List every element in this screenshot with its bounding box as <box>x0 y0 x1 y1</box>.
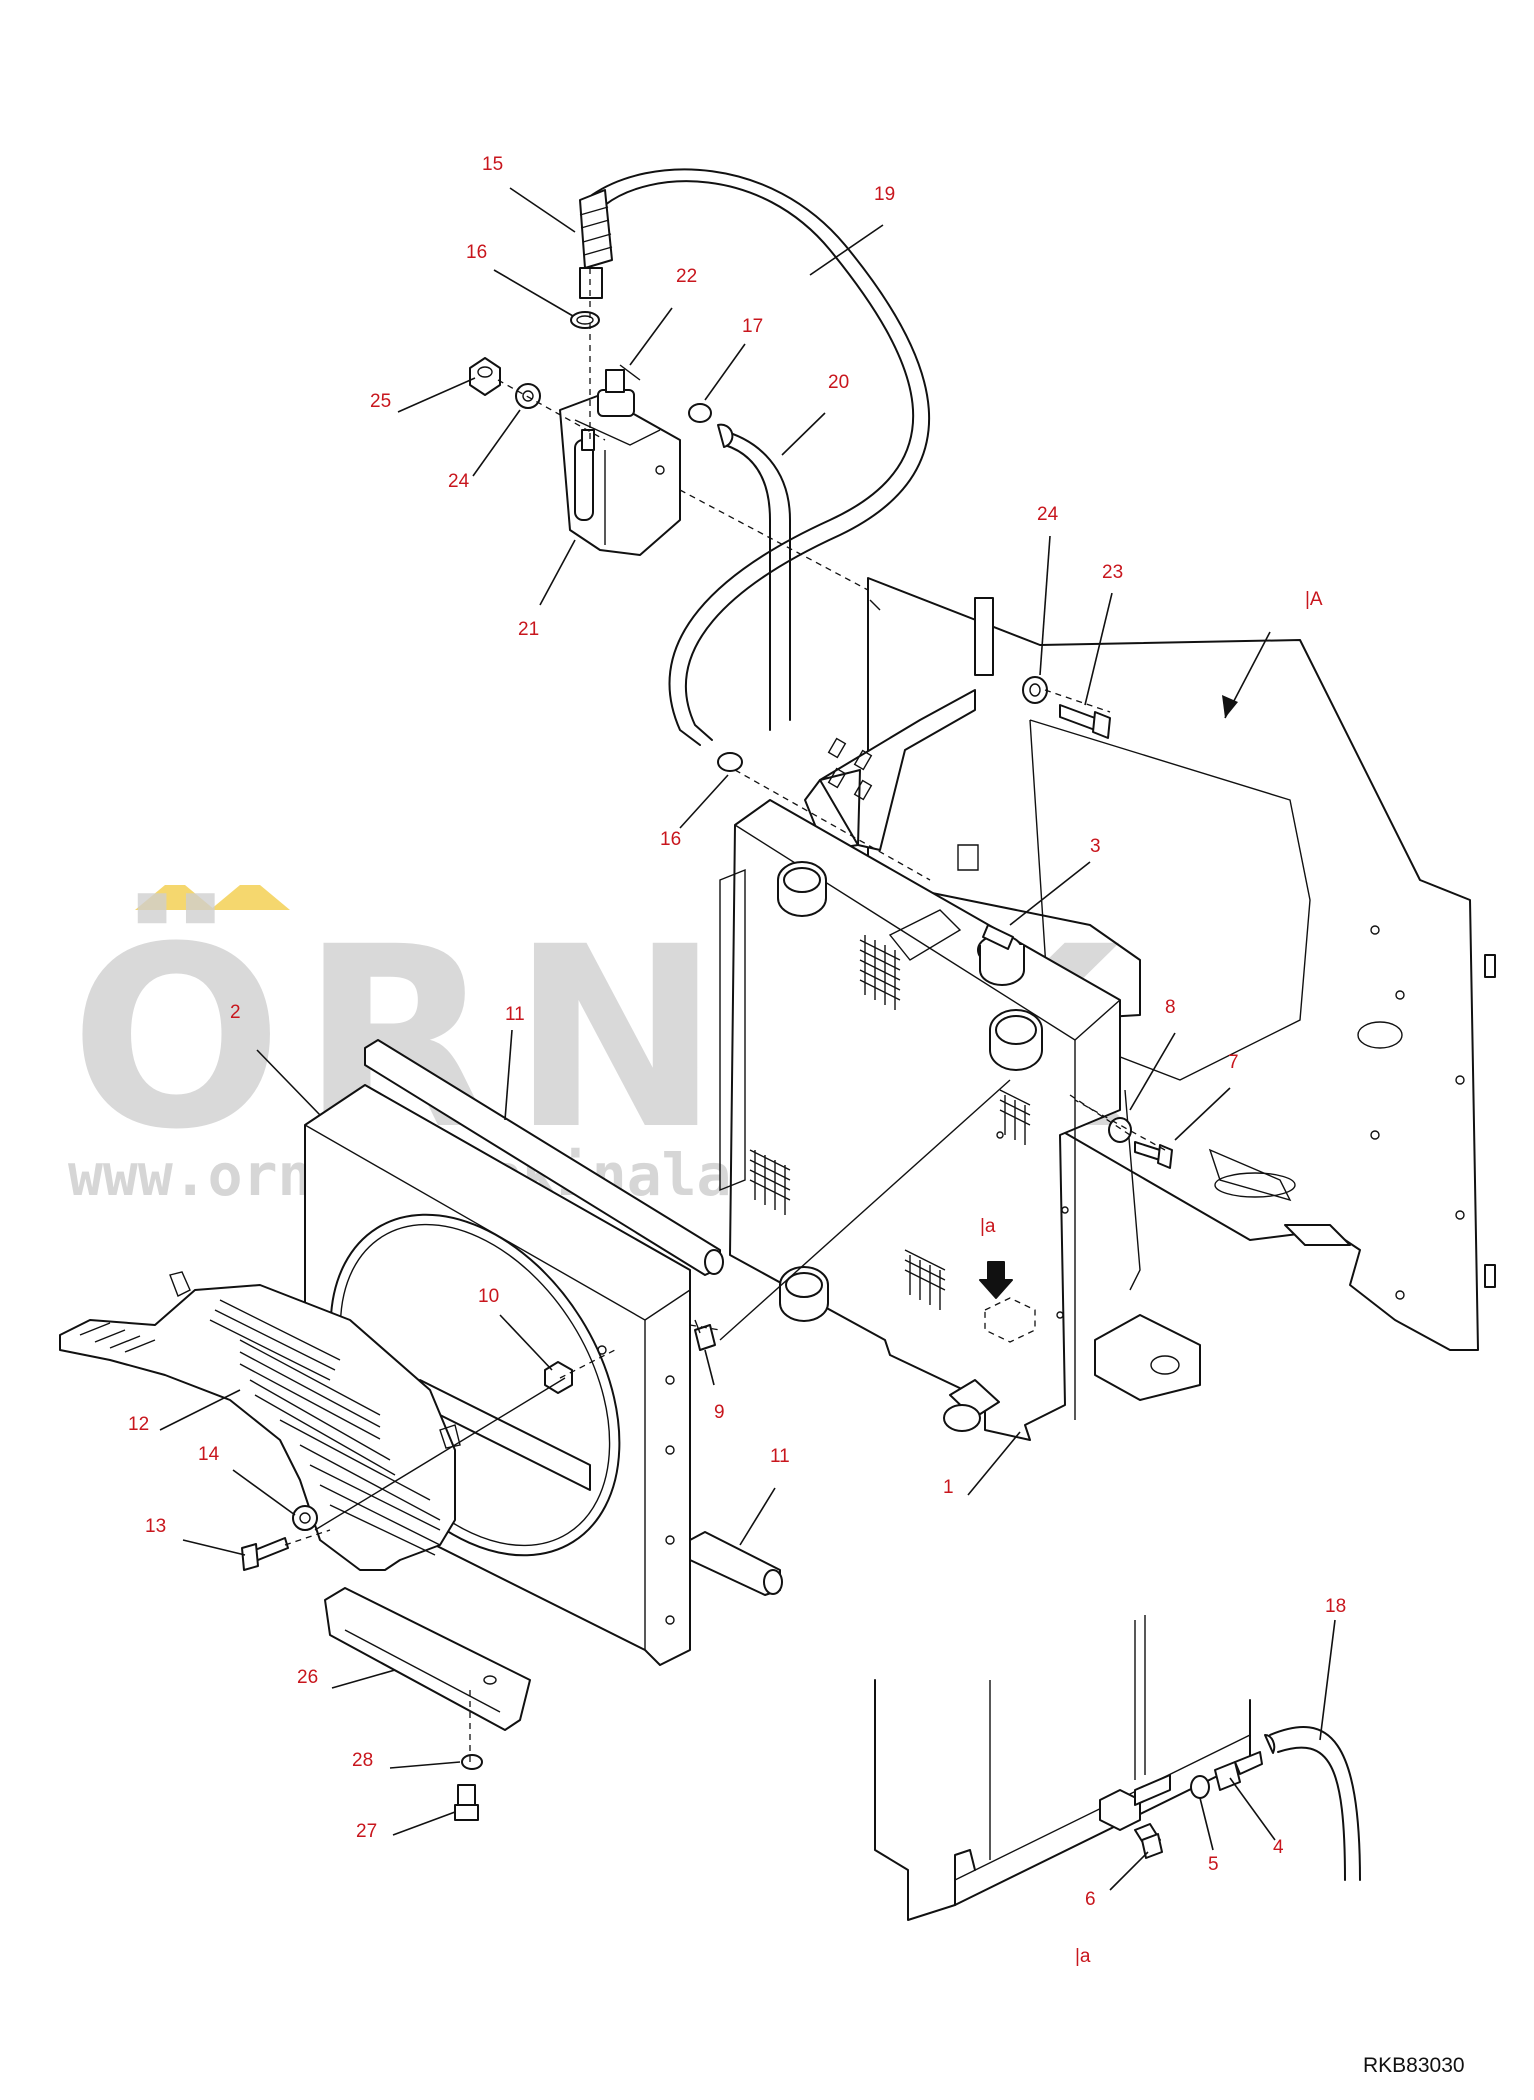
hose-18 <box>1264 1726 1361 1881</box>
assembly-lines <box>284 268 1166 1765</box>
callout-18: 18 <box>1325 1596 1346 1617</box>
callout-4: 4 <box>1273 1837 1284 1858</box>
callout-11-top: 11 <box>505 1004 525 1025</box>
callout-6: 6 <box>1085 1889 1096 1910</box>
callout-15: 15 <box>482 154 503 175</box>
callout-27: 27 <box>356 1821 377 1842</box>
callout-16-bottom: 16 <box>660 829 681 850</box>
ref-mark-a-radiator: |a <box>980 1216 996 1237</box>
callout-24-right: 24 <box>1037 504 1059 525</box>
seal-strip-top <box>364 1039 724 1276</box>
radiator-core-hatch <box>749 935 1031 1310</box>
hose-19 <box>591 168 931 746</box>
callout-23: 23 <box>1102 562 1123 583</box>
hose-15 <box>579 189 613 299</box>
radiator <box>719 799 1201 1441</box>
fan-guard <box>59 1271 461 1571</box>
callout-28: 28 <box>352 1750 373 1771</box>
fan-guard-slots <box>79 1299 441 1556</box>
ref-mark-A: |A <box>1305 589 1323 610</box>
callout-7: 7 <box>1228 1052 1239 1073</box>
callout-24-left: 24 <box>448 471 470 492</box>
reservoir-tank <box>559 364 681 556</box>
callout-17: 17 <box>742 316 763 337</box>
callout-5: 5 <box>1208 1854 1219 1875</box>
callout-26: 26 <box>297 1667 318 1688</box>
callout-12: 12 <box>128 1414 149 1435</box>
leader-lines <box>159 187 1336 1891</box>
callout-2: 2 <box>230 1002 241 1023</box>
frame-plate <box>867 577 1496 1351</box>
callout-1: 1 <box>943 1477 954 1498</box>
ref-mark-a-detail: |a <box>1075 1946 1091 1967</box>
callouts: 15 16 22 17 19 20 25 24 21 24 23 |A 16 3… <box>128 154 1346 1967</box>
watermark-umlaut-right <box>210 885 290 910</box>
seal-strip-bottom <box>689 1531 783 1596</box>
callout-3: 3 <box>1090 836 1101 857</box>
drawing-number: RKB83030 <box>1363 2054 1465 2077</box>
callout-21: 21 <box>518 619 539 640</box>
detail-view-a <box>874 1615 1263 1921</box>
callout-20: 20 <box>828 372 849 393</box>
callout-10: 10 <box>478 1286 499 1307</box>
watermark-umlaut-left <box>135 885 215 910</box>
callout-14: 14 <box>198 1444 220 1465</box>
callout-8: 8 <box>1165 997 1176 1018</box>
callout-19: 19 <box>874 184 895 205</box>
callout-16-top: 16 <box>466 242 487 263</box>
callout-22: 22 <box>676 266 697 287</box>
frame-bracket <box>804 689 976 851</box>
bottom-bracket <box>324 1587 531 1731</box>
callout-11-bottom: 11 <box>770 1446 790 1467</box>
callout-9: 9 <box>714 1402 725 1423</box>
callout-25: 25 <box>370 391 391 412</box>
hardware <box>241 311 1173 1821</box>
hose-20 <box>717 423 791 731</box>
callout-13: 13 <box>145 1516 166 1537</box>
